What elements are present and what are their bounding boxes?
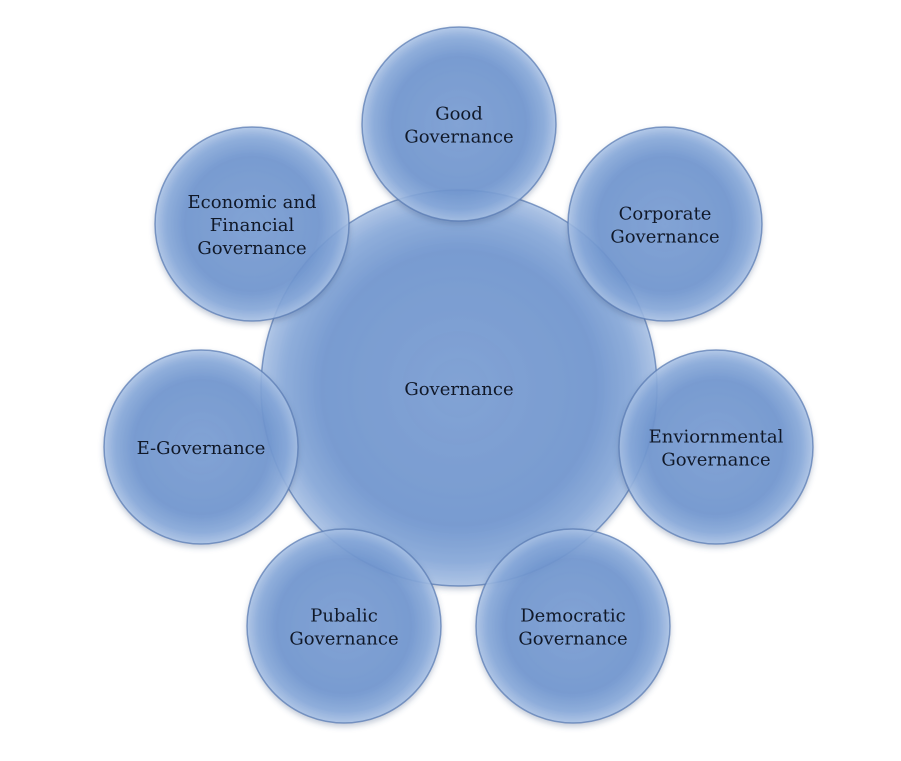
- satellite-circle-public: [246, 528, 442, 724]
- satellite-label-environmental-line: Governance: [661, 450, 770, 471]
- satellite-circle-e-governance: [103, 349, 299, 545]
- satellite-label-e-governance: E-Governance: [137, 438, 266, 459]
- satellite-label-democratic-line: Democratic: [520, 606, 625, 627]
- satellite-label-corporate-line: Corporate: [619, 204, 712, 225]
- satellite-label-economic-financial-line: Economic and: [188, 192, 317, 213]
- satellite-circle-corporate: [567, 126, 763, 322]
- satellite-label-democratic-line: Governance: [518, 629, 627, 650]
- satellite-label-public-line: Pubalic: [310, 606, 378, 627]
- satellite-label-corporate-line: Governance: [610, 227, 719, 248]
- satellite-label-public-line: Governance: [289, 629, 398, 650]
- satellite-label-economic-financial-line: Governance: [197, 238, 306, 259]
- satellite-label-good-line: Good: [435, 104, 483, 125]
- satellite-label-environmental-line: Enviornmental: [649, 427, 784, 448]
- satellite-circle-good: [361, 26, 557, 222]
- circles-layer: [103, 26, 814, 724]
- satellite-label-e-governance-line: E-Governance: [137, 438, 266, 459]
- satellite-label-economic-financial-line: Financial: [210, 215, 295, 236]
- satellite-circle-democratic: [475, 528, 671, 724]
- center-label: Governance: [404, 379, 513, 400]
- satellite-circle-economic-financial: [154, 126, 350, 322]
- satellite-label-good-line: Governance: [404, 127, 513, 148]
- center-label-line: Governance: [404, 379, 513, 400]
- satellite-circle-environmental: [618, 349, 814, 545]
